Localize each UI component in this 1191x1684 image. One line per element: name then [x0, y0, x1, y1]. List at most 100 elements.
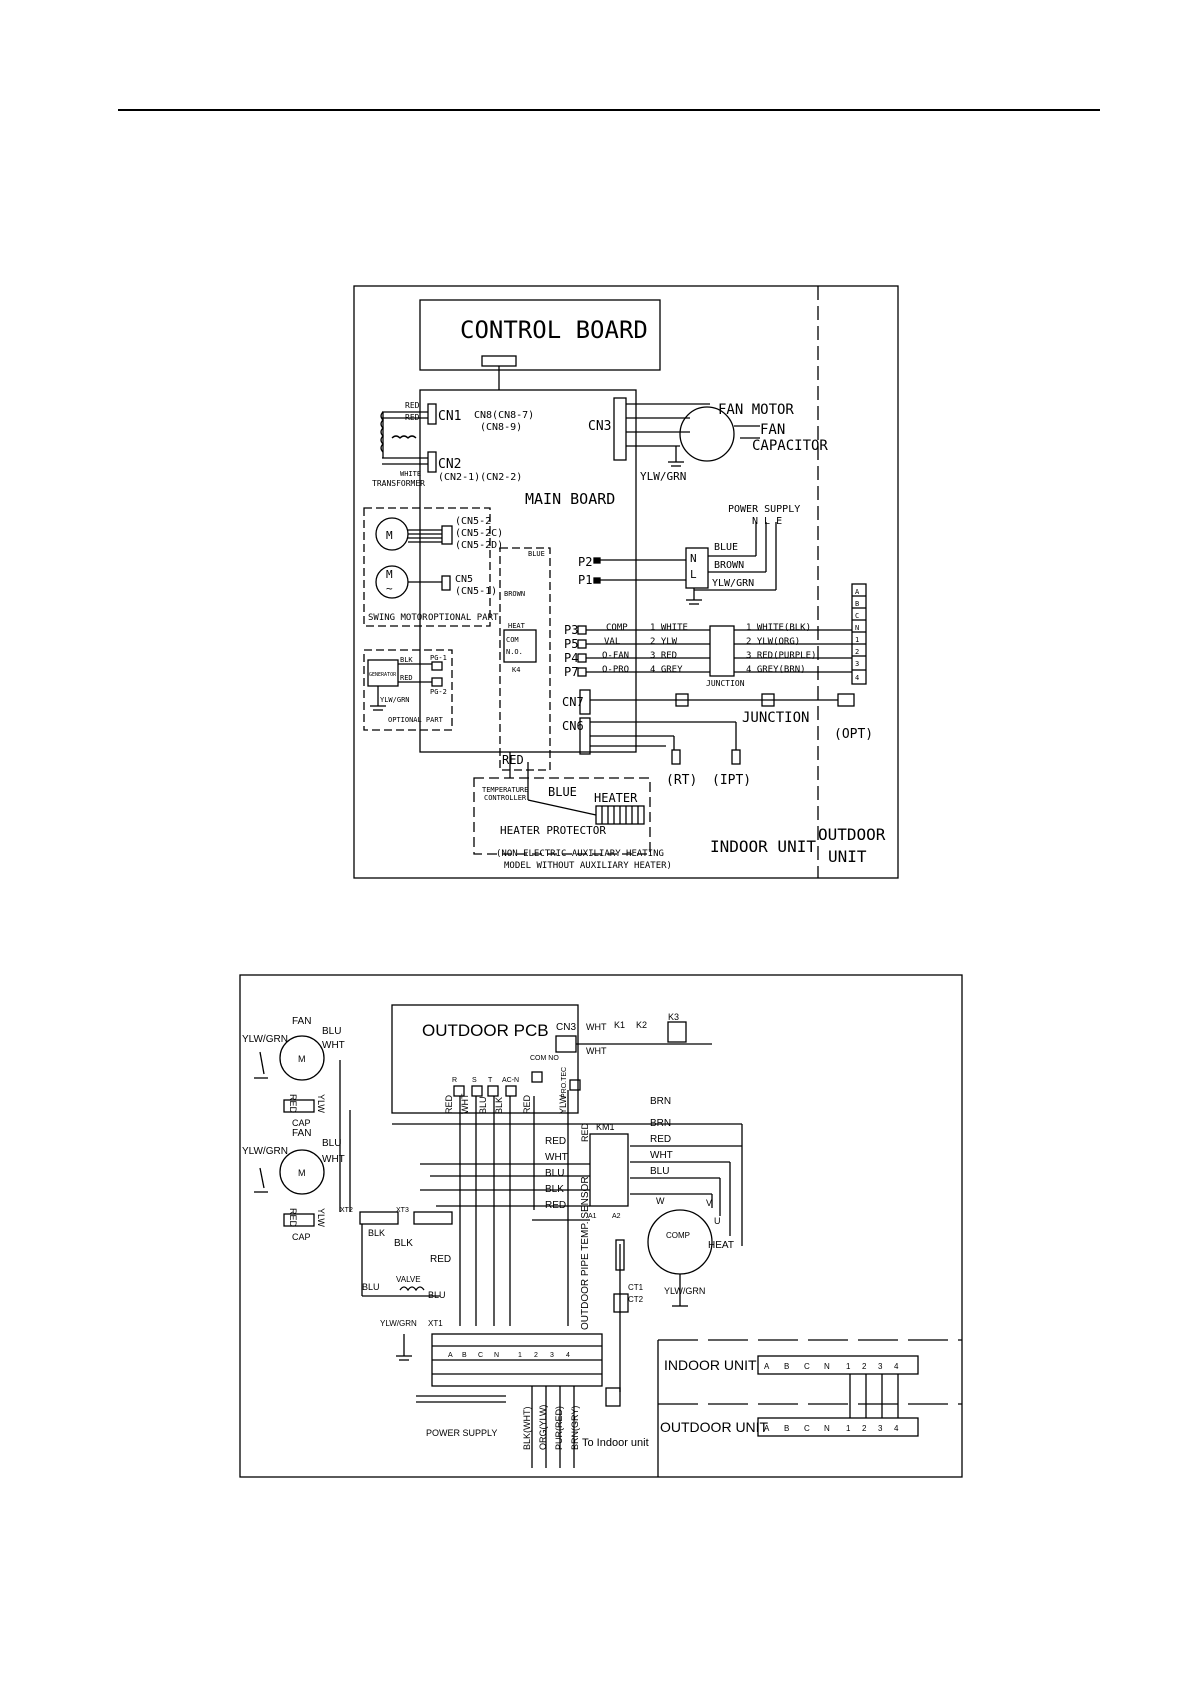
svg-text:1: 1 [855, 636, 859, 644]
svg-text:4 GREY: 4 GREY [650, 665, 683, 675]
control-board-box [419, 299, 661, 371]
svg-text:RED: RED [405, 401, 420, 410]
svg-text:YLW/GRN: YLW/GRN [712, 578, 754, 589]
svg-text:3 RED: 3 RED [650, 651, 677, 661]
svg-text:MODEL WITHOUT AUXILIARY HEATER: MODEL WITHOUT AUXILIARY HEATER) [504, 861, 672, 871]
svg-text:N L E: N L E [752, 516, 782, 527]
svg-text:COMP: COMP [666, 1231, 690, 1240]
fan-motor-circle [679, 406, 735, 462]
svg-text:P5: P5 [564, 637, 578, 651]
svg-text:R: R [452, 1077, 457, 1084]
svg-text:POWER SUPPLY: POWER SUPPLY [728, 504, 800, 515]
svg-text:P1: P1 [578, 573, 592, 587]
svg-text:BROWN: BROWN [504, 590, 525, 598]
svg-text:N: N [855, 624, 859, 632]
svg-text:CN3: CN3 [588, 419, 611, 434]
svg-text:BLUE: BLUE [548, 785, 577, 799]
svg-text:2: 2 [855, 648, 859, 656]
svg-text:XT1: XT1 [428, 1319, 443, 1328]
svg-text:XT2: XT2 [340, 1207, 353, 1214]
svg-text:KM1: KM1 [596, 1122, 615, 1132]
svg-text:CN2: CN2 [438, 457, 461, 472]
svg-text:BRN(GRY): BRN(GRY) [570, 1406, 580, 1450]
svg-text:P4: P4 [564, 651, 578, 665]
svg-text:K4: K4 [512, 666, 520, 674]
svg-text:B: B [784, 1424, 789, 1433]
svg-text:GENERATOR: GENERATOR [369, 672, 397, 678]
svg-text:2: 2 [534, 1352, 538, 1359]
svg-text:OPTIONAL PART: OPTIONAL PART [428, 613, 499, 623]
svg-text:BLU: BLU [478, 1096, 488, 1114]
svg-text:BRN: BRN [650, 1096, 671, 1107]
svg-text:C: C [478, 1352, 483, 1359]
svg-text:2 YLW(ORG): 2 YLW(ORG) [746, 637, 800, 647]
main-board-box [419, 389, 637, 753]
svg-text:(CN5-2C): (CN5-2C) [455, 528, 503, 539]
svg-text:A: A [764, 1424, 770, 1433]
svg-text:To Indoor unit: To Indoor unit [582, 1437, 649, 1449]
svg-text:YLW/GRN: YLW/GRN [380, 696, 410, 704]
svg-text:RED: RED [288, 1094, 298, 1114]
svg-text:AC-N: AC-N [502, 1077, 519, 1084]
svg-text:RED: RED [405, 413, 420, 422]
svg-text:1 WHITE: 1 WHITE [650, 623, 688, 633]
svg-text:HEAT: HEAT [508, 622, 526, 630]
svg-text:BLUE: BLUE [714, 542, 738, 553]
svg-text:U: U [714, 1216, 721, 1226]
svg-text:FAN: FAN [292, 1016, 311, 1027]
svg-text:FAN: FAN [292, 1128, 311, 1139]
generator-optional-box [363, 649, 453, 731]
fan-motor-label: FAN MOTOR [718, 402, 794, 418]
svg-text:BRN: BRN [650, 1118, 671, 1129]
svg-text:RED: RED [430, 1254, 451, 1265]
svg-text:RED: RED [288, 1208, 298, 1228]
outdoor-pcb-box [391, 1004, 579, 1114]
svg-text:4 GREY(BRN): 4 GREY(BRN) [746, 665, 806, 675]
legend-indoor-terminals [757, 1355, 919, 1375]
svg-text:1 WHITE(BLK): 1 WHITE(BLK) [746, 623, 811, 633]
svg-text:CAP: CAP [292, 1118, 311, 1128]
svg-text:WHT: WHT [322, 1154, 345, 1165]
svg-text:M: M [386, 568, 393, 581]
svg-text:TRANSFORMER: TRANSFORMER [372, 479, 425, 488]
svg-text:~: ~ [386, 582, 393, 595]
page-header-rule [118, 109, 1100, 111]
svg-text:BLK(WHT): BLK(WHT) [522, 1407, 532, 1451]
svg-text:N: N [690, 552, 697, 565]
svg-text:WHT: WHT [460, 1093, 470, 1114]
svg-text:V: V [706, 1198, 712, 1208]
heater-optional-box [473, 777, 651, 855]
svg-text:WHT: WHT [650, 1150, 673, 1161]
svg-text:3: 3 [878, 1424, 883, 1433]
svg-text:RED: RED [545, 1200, 566, 1211]
svg-text:K3: K3 [668, 1012, 679, 1022]
svg-text:YLW/GRN: YLW/GRN [242, 1034, 288, 1045]
svg-text:YLW/GRN: YLW/GRN [242, 1146, 288, 1157]
outdoor-fan-motor-2 [279, 1149, 325, 1195]
svg-text:N: N [824, 1362, 830, 1371]
svg-text:(CN2-1)(CN2-2): (CN2-1)(CN2-2) [438, 472, 522, 483]
svg-text:PG-2: PG-2 [430, 688, 447, 696]
svg-text:O-FAN: O-FAN [602, 651, 629, 661]
svg-text:T: T [488, 1077, 493, 1084]
legend-indoor-unit-label: INDOOR UNIT [664, 1357, 757, 1373]
svg-text:HEAT: HEAT [708, 1240, 734, 1251]
svg-text:P7: P7 [564, 665, 578, 679]
svg-text:3: 3 [878, 1362, 883, 1371]
svg-text:CN3: CN3 [556, 1022, 576, 1033]
svg-text:(CN5-2: (CN5-2 [455, 516, 491, 527]
svg-text:C: C [855, 612, 859, 620]
svg-text:4: 4 [566, 1352, 570, 1359]
svg-text:YLW: YLW [316, 1208, 326, 1227]
svg-text:BLK: BLK [494, 1097, 504, 1114]
svg-text:CN5: CN5 [455, 574, 473, 585]
svg-text:(RT): (RT) [666, 773, 697, 788]
control-board-label: CONTROL BOARD [460, 316, 648, 344]
svg-text:P2: P2 [578, 555, 592, 569]
svg-text:SWING MOTOR: SWING MOTOR [368, 613, 428, 623]
indoor-labels: CONTROL BOARD CN8(CN8-7) (CN8-9) MAIN BO… [368, 316, 886, 871]
svg-text:BLK: BLK [400, 656, 413, 664]
svg-text:BROWN: BROWN [714, 560, 744, 571]
svg-text:CN1: CN1 [438, 409, 461, 424]
